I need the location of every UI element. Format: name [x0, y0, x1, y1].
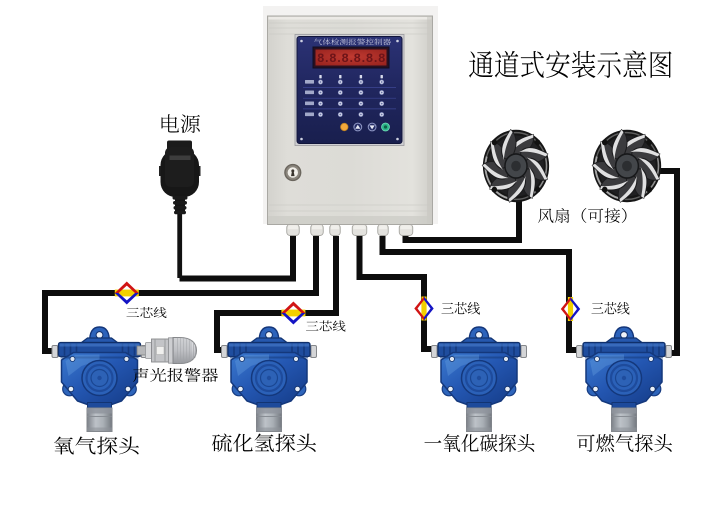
- svg-text:8.8.8.8.8.8: 8.8.8.8.8.8: [317, 52, 385, 66]
